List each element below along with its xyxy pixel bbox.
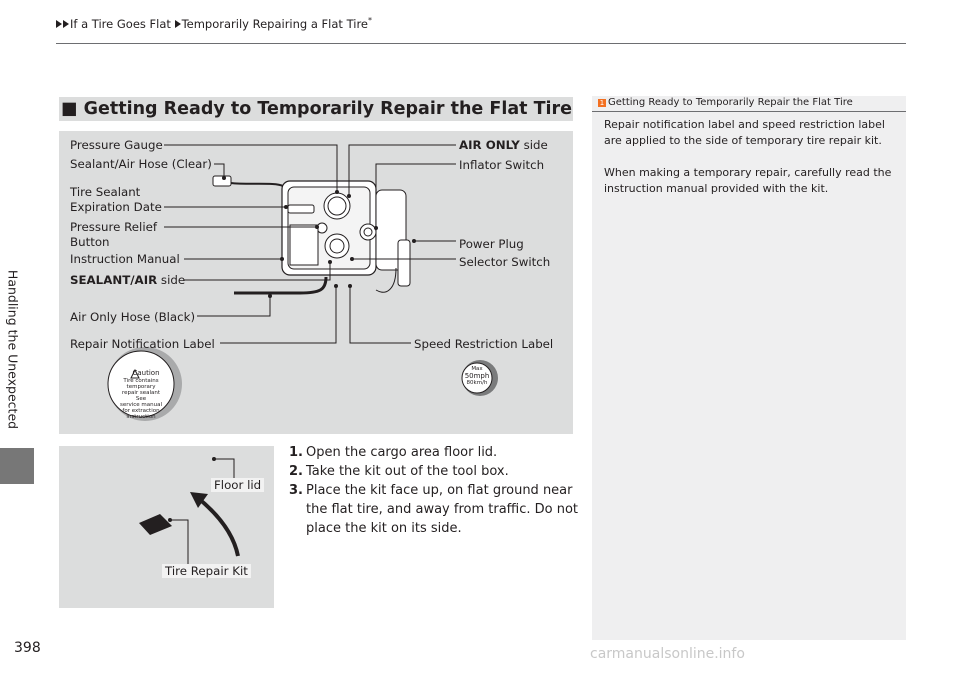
steps-list: 1.Open the cargo area floor lid. 2.Take … xyxy=(289,443,579,538)
section-marker: ■ xyxy=(61,99,78,119)
speed-max: Max xyxy=(471,366,483,372)
label-air-only-rest: side xyxy=(519,138,548,152)
label-pressure-gauge: Pressure Gauge xyxy=(70,138,163,152)
breadcrumb-part2[interactable]: Temporarily Repairing a Flat Tire xyxy=(181,16,368,31)
label-pressure-relief: Pressure Relief xyxy=(70,220,158,234)
side-note-para2: When making a temporary repair, carefull… xyxy=(604,166,892,195)
label-air-only-hose: Air Only Hose (Black) xyxy=(70,310,196,324)
side-tab-marker xyxy=(0,448,34,484)
speed-mph: 50mph xyxy=(464,372,490,380)
warning-icon xyxy=(130,368,140,379)
arrow-icon xyxy=(174,19,181,28)
step-text: Take the kit out of the tool box. xyxy=(306,464,509,479)
caution-title: Caution xyxy=(132,369,160,377)
label-air-only-side: AIR ONLY side xyxy=(459,138,548,152)
speed-restriction-sticker xyxy=(461,360,498,396)
side-note-panel xyxy=(592,96,906,640)
caution-line1: Tire contains temporary xyxy=(123,378,159,390)
label-sealant-air-hose: Sealant/Air Hose (Clear) xyxy=(70,157,212,171)
speed-kmh: 80km/h xyxy=(466,380,488,386)
lift-arrow-icon xyxy=(190,492,208,508)
watermark[interactable]: carmanualsonline.info xyxy=(590,646,745,662)
section-heading-bar xyxy=(59,97,573,121)
page-number: 398 xyxy=(14,640,41,656)
label-tire-sealant: Tire Sealant xyxy=(70,185,141,199)
label-power-plug: Power Plug xyxy=(459,237,524,251)
side-note-body: Repair notification label and speed rest… xyxy=(604,117,900,213)
label-speed-restriction: Speed Restriction Label xyxy=(414,337,554,351)
label-floor-lid: Floor lid xyxy=(211,478,265,492)
side-note-title-text: Getting Ready to Temporarily Repair the … xyxy=(608,97,853,108)
step-number: 1. xyxy=(289,445,303,460)
label-instruction-manual: Instruction Manual xyxy=(70,252,180,266)
label-tire-repair-kit: Tire Repair Kit xyxy=(162,564,251,578)
header-rule xyxy=(56,43,906,44)
label-pressure-relief-button: Button xyxy=(70,235,110,249)
label-repair-notification: Repair Notification Label xyxy=(70,337,215,351)
side-note-rule xyxy=(592,111,906,112)
caution-line2: repair sealant xyxy=(121,390,161,396)
label-inflator-switch: Inflator Switch xyxy=(459,158,545,172)
arrow-icon xyxy=(63,19,69,28)
note-marker-icon: 1 xyxy=(598,99,606,107)
label-selector-switch: Selector Switch xyxy=(459,255,551,269)
step-item: 1.Open the cargo area floor lid. xyxy=(289,443,579,462)
arrow-icon xyxy=(56,19,62,28)
label-sealant-air-rest: side xyxy=(157,273,186,287)
step-text: Place the kit face up, on flat ground ne… xyxy=(306,483,579,536)
step-item: 2.Take the kit out of the tool box. xyxy=(289,462,579,481)
label-sealant-air-bold: SEALANT/AIR xyxy=(70,273,158,287)
section-title: ■ Getting Ready to Temporarily Repair th… xyxy=(61,97,572,121)
side-note-para1: Repair notification label and speed rest… xyxy=(604,118,885,147)
label-expiration-date: Expiration Date xyxy=(70,200,162,214)
step-item: 3.Place the kit face up, on flat ground … xyxy=(289,481,579,538)
breadcrumb: If a Tire Goes Flat Temporarily Repairin… xyxy=(56,16,372,31)
step-number: 3. xyxy=(289,483,303,498)
caution-sticker xyxy=(107,347,182,421)
caution-line4: service manual xyxy=(119,402,163,408)
caution-line5: for extraction xyxy=(122,408,160,414)
tire-repair-kit-icon xyxy=(139,514,172,535)
section-title-text: Getting Ready to Temporarily Repair the … xyxy=(83,99,573,119)
speed-sticker-text: Max 50mph 80km/h xyxy=(464,366,490,387)
caution-sticker-text: Caution Tire contains temporary repair s… xyxy=(110,369,172,420)
step-number: 2. xyxy=(289,464,303,479)
caution-line3: See xyxy=(135,396,147,402)
label-air-only-bold: AIR ONLY xyxy=(459,138,520,152)
caution-line6: instruction xyxy=(126,414,156,420)
optional-marker: * xyxy=(368,16,372,25)
breadcrumb-part1[interactable]: If a Tire Goes Flat xyxy=(70,16,171,31)
step-text: Open the cargo area floor lid. xyxy=(306,445,498,460)
label-sealant-air-side: SEALANT/AIR side xyxy=(70,273,185,287)
